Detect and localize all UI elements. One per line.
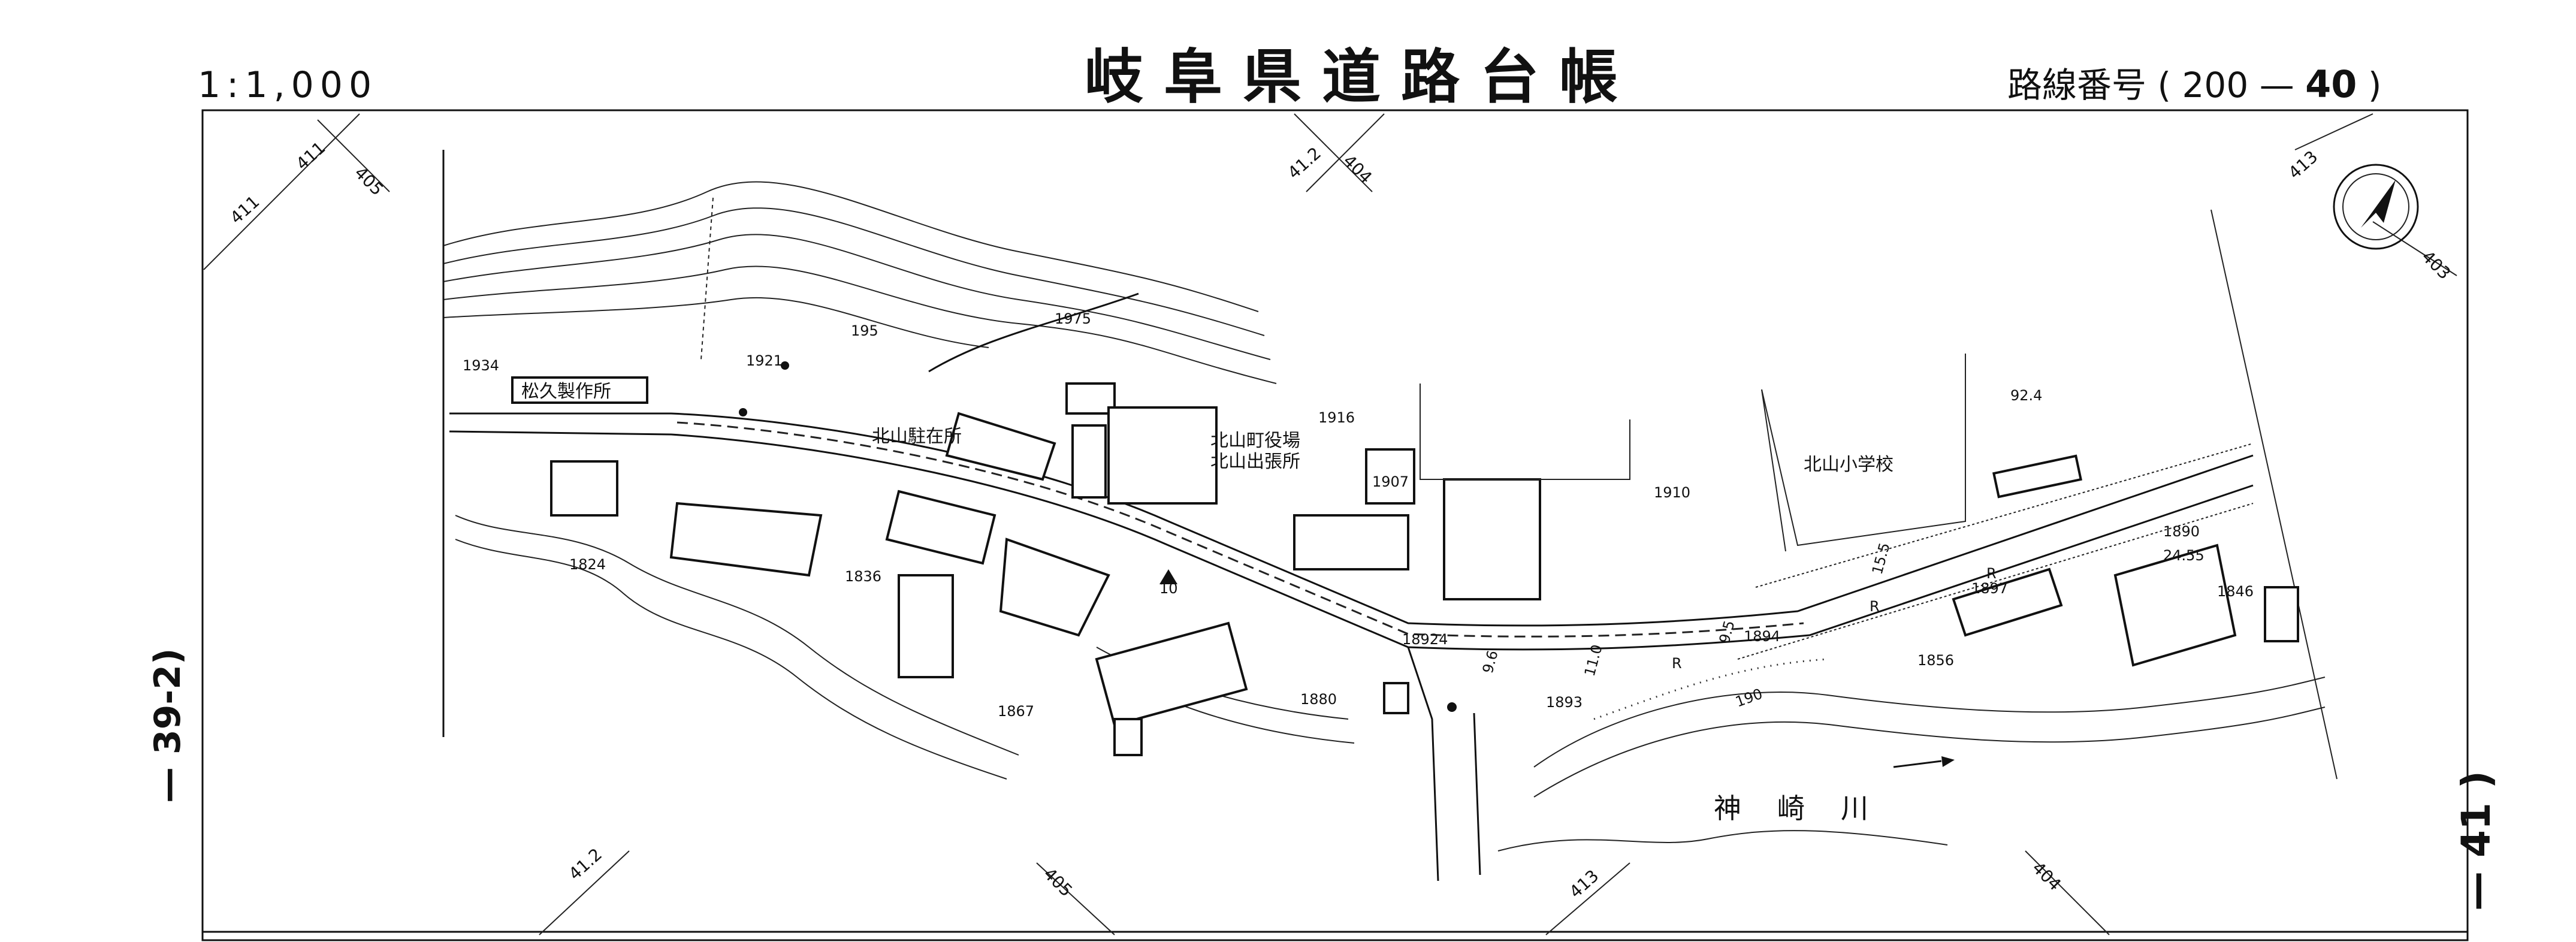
- contour-lines: [443, 181, 1355, 780]
- building-d: [1071, 424, 1107, 499]
- building-p: [2264, 586, 2299, 642]
- building-a: [669, 502, 823, 577]
- map-frame: [201, 109, 2469, 941]
- factory-sign-box: [511, 376, 648, 404]
- grid-label-tr-a: 413: [2285, 147, 2322, 183]
- route-open-paren: (: [2157, 65, 2172, 105]
- building-police-box: [945, 412, 1056, 481]
- grid-ticks: [203, 113, 2457, 935]
- elev-1856: 1856: [1917, 652, 1954, 669]
- river-flow-arrowhead-icon: [1941, 756, 1955, 767]
- elev-1890: 1890: [2163, 523, 2200, 540]
- elev-2455: 24.55: [2163, 547, 2204, 564]
- route-separator: —: [2259, 65, 2294, 105]
- grid-label-tr-b: 403: [2418, 247, 2454, 283]
- road-symbol-r1: R: [1672, 655, 1682, 672]
- route-label: 路線番号: [2007, 65, 2147, 105]
- elev-1907: 1907: [1372, 473, 1409, 490]
- grid-label-tl-c: 405: [351, 163, 387, 200]
- bridge-line-right: [1473, 712, 1481, 875]
- elev-1921: 1921: [746, 352, 783, 369]
- grid-label-bc-b: 413: [1566, 866, 1603, 902]
- label-parking: 北山駐在所: [872, 426, 962, 447]
- right-boundary-line: [2210, 209, 2338, 780]
- grid-label-br-a: 404: [2028, 858, 2065, 895]
- building-n: [1952, 567, 2063, 637]
- label-town-office: 北山町役場: [1210, 430, 1300, 451]
- point-marker-1: [739, 408, 747, 416]
- elev-1880: 1880: [1300, 691, 1337, 708]
- elev-1824: 1824: [569, 556, 606, 573]
- elev-1897: 1897: [1971, 580, 2008, 597]
- building-f: [1365, 448, 1415, 505]
- elev-1893: 1893: [1546, 694, 1583, 711]
- map-title: 岐阜県道路台帳: [1085, 43, 1639, 111]
- scale-label: 1:1,000: [198, 64, 378, 106]
- elev-155: 15.5: [1869, 541, 1894, 576]
- route-close-paren: ): [2367, 65, 2382, 105]
- building-town-office: [1107, 406, 1218, 505]
- building-j: [1095, 621, 1248, 727]
- elev-190: 190: [1733, 686, 1765, 711]
- elev-1867: 1867: [998, 703, 1034, 720]
- route-number-b: 40: [2305, 62, 2357, 106]
- elev-18924: 18924: [1402, 631, 1448, 648]
- road-symbol-r2: R: [1870, 598, 1880, 615]
- elev-1975: 1975: [1055, 310, 1091, 327]
- point-marker-3: [1447, 702, 1457, 712]
- label-school: 北山小学校: [1804, 454, 1894, 475]
- elev-1846: 1846: [2217, 583, 2254, 600]
- elev-924: 92.4: [2010, 387, 2042, 404]
- elev-1934: 1934: [463, 357, 499, 374]
- elev-96: 9.6: [1479, 648, 1502, 675]
- triangulation-point-icon: [1159, 569, 1177, 584]
- main-road: [449, 412, 2254, 660]
- ridge-line: [928, 292, 1139, 373]
- building-factory: [550, 460, 618, 517]
- label-branch-office: 北山出張所: [1210, 451, 1300, 472]
- route-number-a: 200: [2182, 65, 2249, 105]
- building-i: [898, 574, 954, 678]
- grid-label-tc-b: 404: [1339, 151, 1376, 188]
- elev-1894: 1894: [1744, 628, 1780, 645]
- bridge-line-left: [1407, 647, 1439, 881]
- building-b: [885, 490, 996, 565]
- building-g: [1443, 478, 1541, 600]
- building-h: [999, 538, 1110, 637]
- road-symbol-r3: R: [1986, 565, 1997, 582]
- elev-1916: 1916: [1318, 409, 1355, 426]
- school-compound: [1420, 354, 1966, 552]
- river-flow-arrow-icon: [1893, 760, 1942, 768]
- building-o: [2113, 544, 2237, 667]
- building-e: [1293, 514, 1409, 570]
- elev-1910: 1910: [1654, 484, 1690, 501]
- building-l: [1383, 682, 1409, 714]
- building-k: [1113, 718, 1143, 756]
- route-number: 路線番号 ( 200 — 40 ): [2007, 66, 2381, 103]
- label-river: 神崎川: [1714, 792, 1904, 825]
- north-arrow-icon: [2333, 164, 2419, 250]
- elev-195: 195: [851, 322, 878, 339]
- label-factory: 松久製作所: [521, 381, 611, 402]
- grid-label-tl-b: 411: [292, 138, 330, 174]
- building-m: [1992, 454, 2083, 499]
- building-c: [1065, 382, 1116, 415]
- buildings: [511, 376, 2299, 756]
- river: [1497, 658, 2326, 852]
- point-marker-2: [781, 361, 789, 370]
- grid-label-tc-a: 41.2: [1284, 143, 1325, 183]
- grid-label-tl-a: 411: [227, 192, 264, 228]
- elev-1836: 1836: [845, 568, 881, 585]
